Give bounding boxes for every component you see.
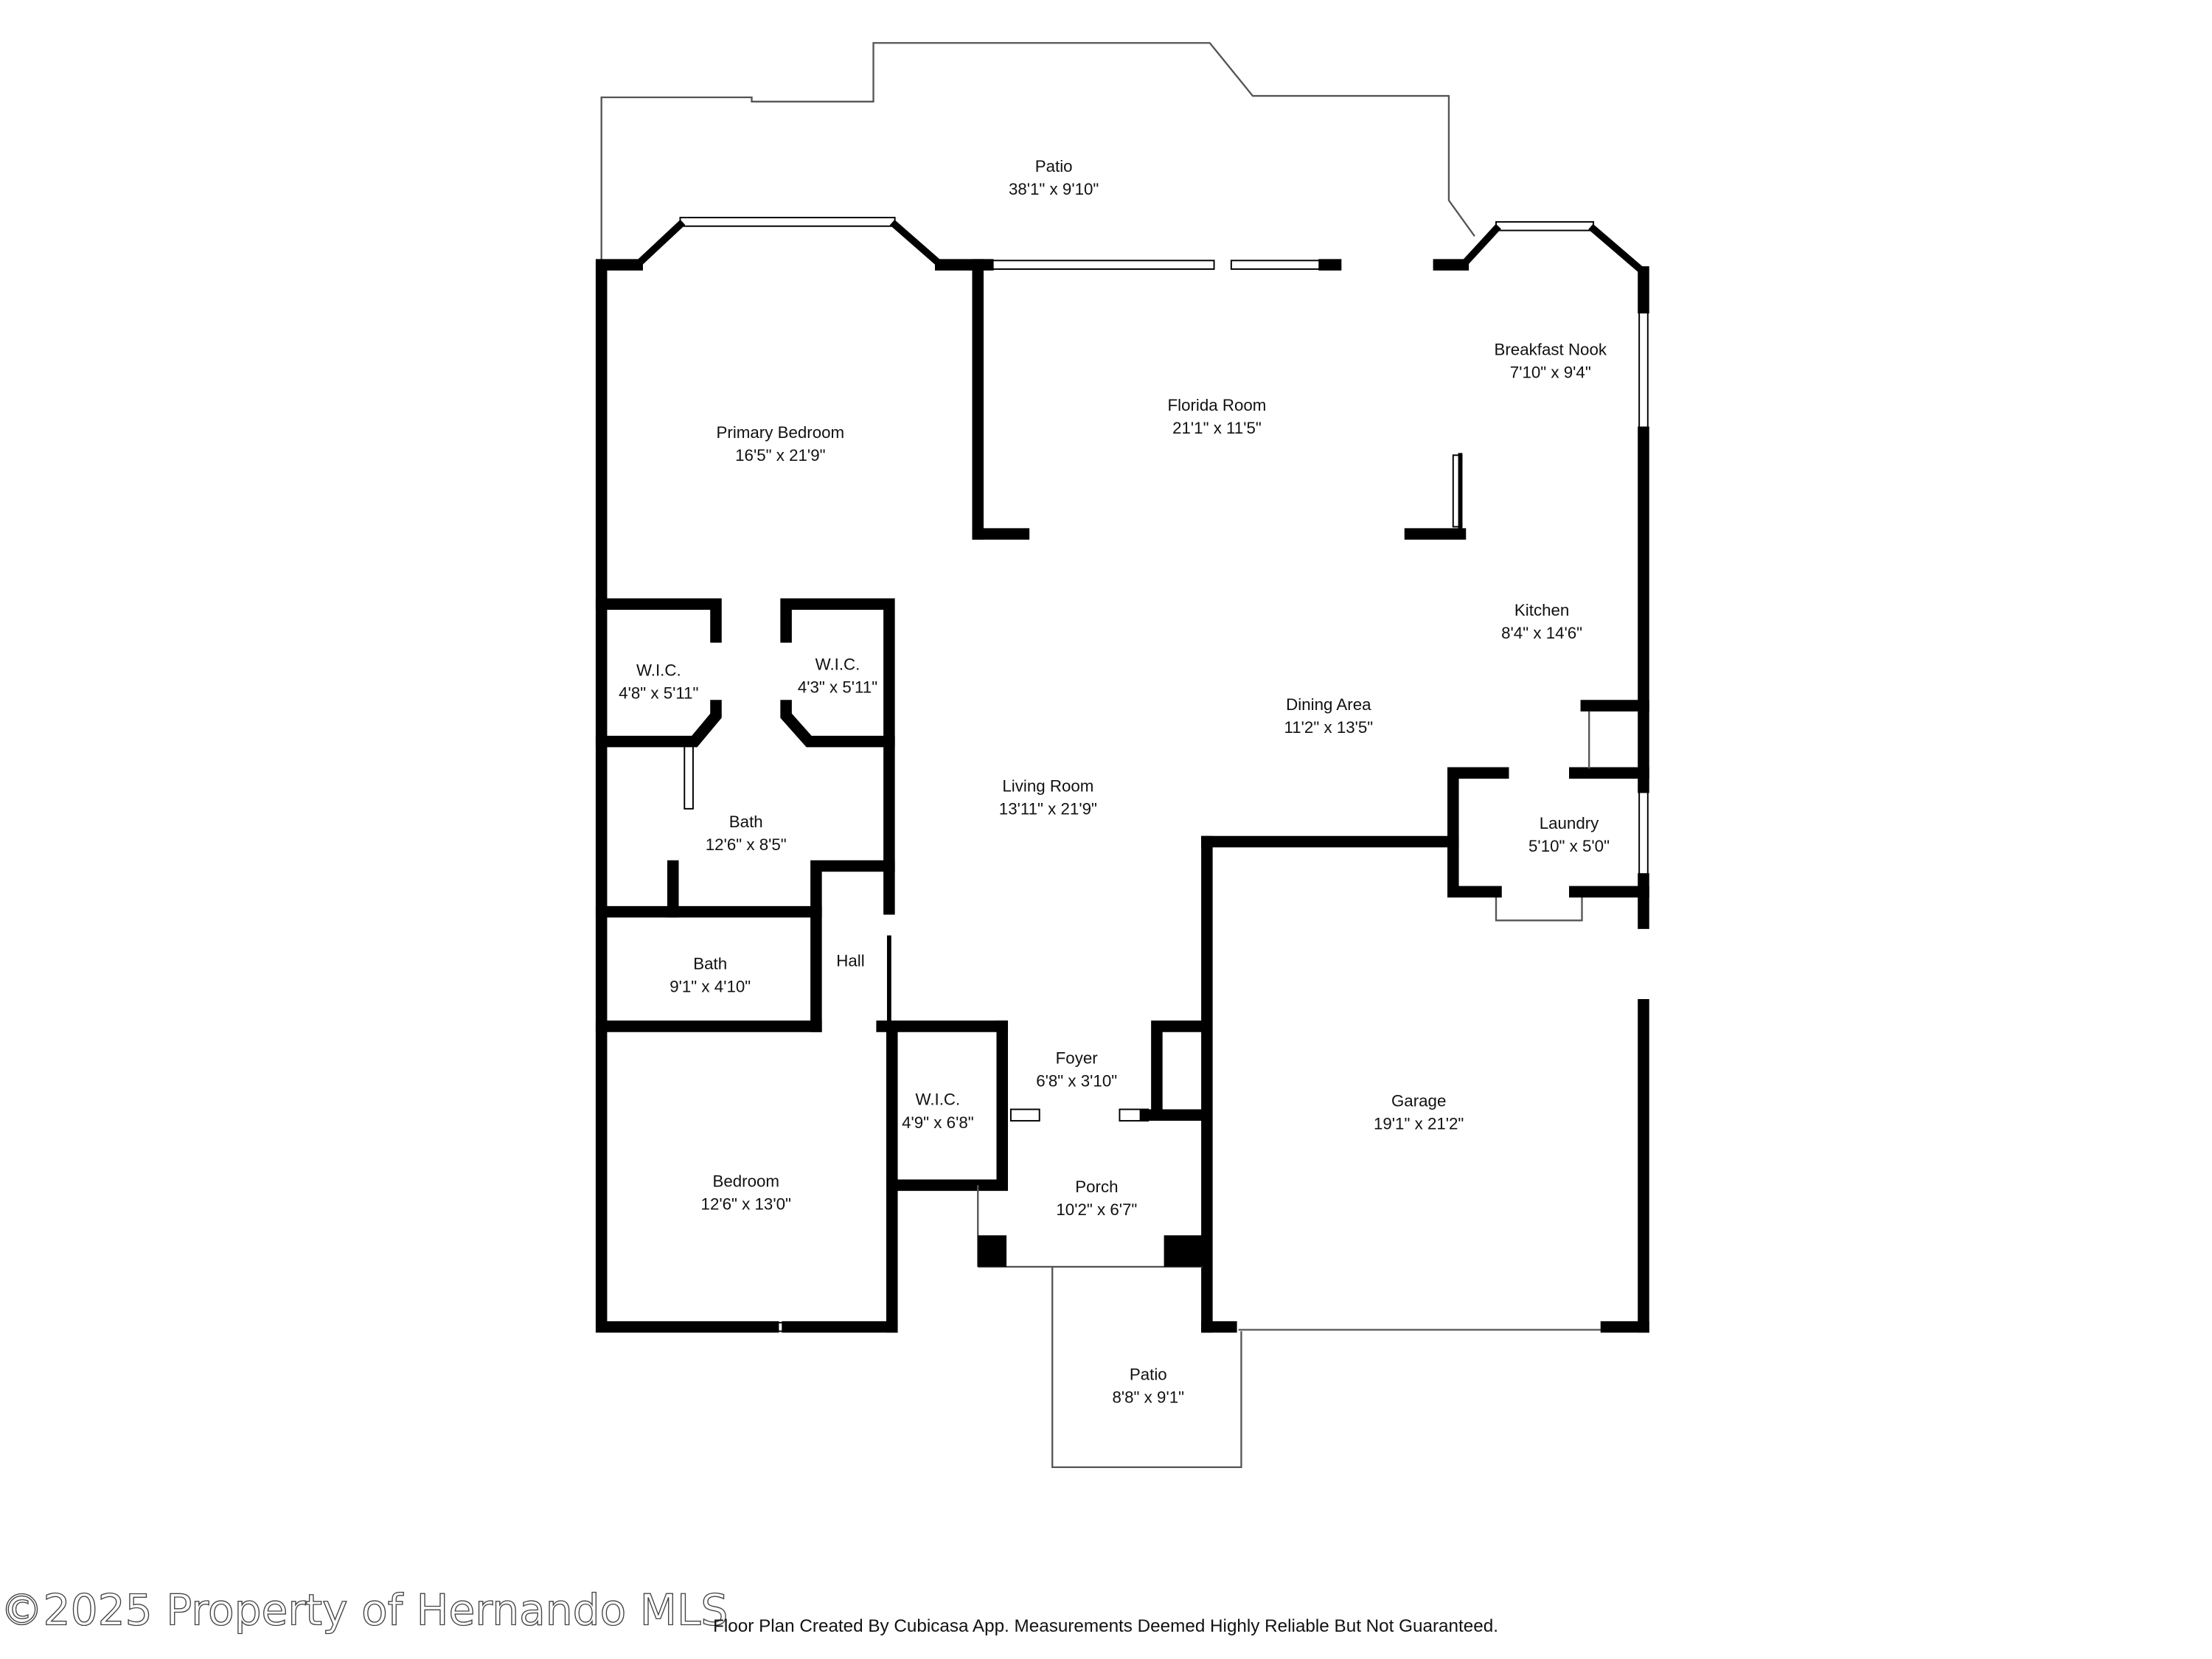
room-dimensions: 8'8" x 9'1" xyxy=(1112,1388,1184,1407)
porch-pillar xyxy=(978,1235,1007,1267)
room-label: Patio 8'8" x 9'1" xyxy=(1112,1365,1184,1406)
room-dimensions: 5'10" x 5'0" xyxy=(1528,837,1610,855)
room-dimensions: 4'3" x 5'11" xyxy=(798,678,877,697)
room-name: W.I.C. xyxy=(636,661,681,679)
room-dimensions: 8'4" x 14'6" xyxy=(1501,624,1582,642)
room-dimensions: 6'8" x 3'10" xyxy=(1036,1071,1117,1090)
room-name: Dining Area xyxy=(1286,695,1371,714)
room-dimensions: 10'2" x 6'7" xyxy=(1056,1200,1137,1219)
room-label: Hall xyxy=(836,951,864,970)
room-name: Bath xyxy=(693,954,727,973)
room-name: Patio xyxy=(1035,157,1073,175)
room-label: Foyer 6'8" x 3'10" xyxy=(1036,1048,1117,1090)
room-name: Primary Bedroom xyxy=(717,423,845,442)
room-name: Porch xyxy=(1075,1178,1118,1196)
room-name: Bath xyxy=(729,813,763,831)
room-name: Hall xyxy=(836,951,864,970)
room-label: Living Room 13'11" x 21'9" xyxy=(999,777,1097,818)
room-label: Laundry 5'10" x 5'0" xyxy=(1528,814,1610,855)
room-label: Breakfast Nook 7'10" x 9'4" xyxy=(1495,340,1607,381)
room-label: W.I.C. 4'9" x 6'8" xyxy=(902,1091,974,1132)
room-name: Bedroom xyxy=(712,1172,779,1190)
room-label: Bath 12'6" x 8'5" xyxy=(706,813,787,854)
room-dimensions: 12'6" x 8'5" xyxy=(706,835,787,854)
room-name: Patio xyxy=(1130,1365,1167,1383)
room-label: Bedroom 12'6" x 13'0" xyxy=(701,1172,791,1213)
room-label: Florida Room 21'1" x 11'5" xyxy=(1167,396,1266,437)
outdoor-outlines xyxy=(600,42,1604,1469)
room-dimensions: 4'9" x 6'8" xyxy=(902,1113,974,1132)
room-name: Breakfast Nook xyxy=(1495,340,1607,358)
room-name: W.I.C. xyxy=(815,655,860,674)
room-dimensions: 9'1" x 4'10" xyxy=(669,977,751,995)
room-dimensions: 4'8" x 5'11" xyxy=(619,684,698,702)
room-name: Florida Room xyxy=(1167,396,1266,414)
room-dimensions: 19'1" x 21'2" xyxy=(1374,1115,1464,1133)
room-name: Garage xyxy=(1391,1092,1446,1110)
room-label: Dining Area 11'2" x 13'5" xyxy=(1284,695,1374,737)
room-label: W.I.C. 4'8" x 5'11" xyxy=(619,661,698,702)
room-name: Living Room xyxy=(1002,777,1093,796)
porch-pillar xyxy=(1164,1235,1203,1267)
room-name: Kitchen xyxy=(1514,601,1569,619)
room-name: Laundry xyxy=(1540,814,1599,832)
room-dimensions: 12'6" x 13'0" xyxy=(701,1194,791,1213)
room-name: W.I.C. xyxy=(916,1091,961,1109)
room-dimensions: 38'1" x 9'10" xyxy=(1009,180,1099,198)
room-dimensions: 11'2" x 13'5" xyxy=(1284,718,1374,737)
room-label: Porch 10'2" x 6'7" xyxy=(1056,1178,1137,1219)
room-dimensions: 21'1" x 11'5" xyxy=(1172,419,1262,437)
room-label: Bath 9'1" x 4'10" xyxy=(669,954,751,995)
room-label: Primary Bedroom 16'5" x 21'9" xyxy=(717,423,845,465)
room-label: Garage 19'1" x 21'2" xyxy=(1374,1092,1464,1133)
room-label: Patio 38'1" x 9'10" xyxy=(1009,157,1099,198)
disclaimer: Floor Plan Created By Cubicasa App. Meas… xyxy=(713,1616,1498,1636)
room-dimensions: 7'10" x 9'4" xyxy=(1510,364,1591,382)
walls xyxy=(595,219,1649,1333)
room-dimensions: 16'5" x 21'9" xyxy=(735,446,825,465)
watermark: ©2025 Property of Hernando MLS xyxy=(0,1585,728,1635)
room-dimensions: 13'11" x 21'9" xyxy=(999,800,1097,818)
room-label: W.I.C. 4'3" x 5'11" xyxy=(798,655,877,697)
room-name: Foyer xyxy=(1056,1048,1099,1067)
room-label: Kitchen 8'4" x 14'6" xyxy=(1501,601,1582,642)
